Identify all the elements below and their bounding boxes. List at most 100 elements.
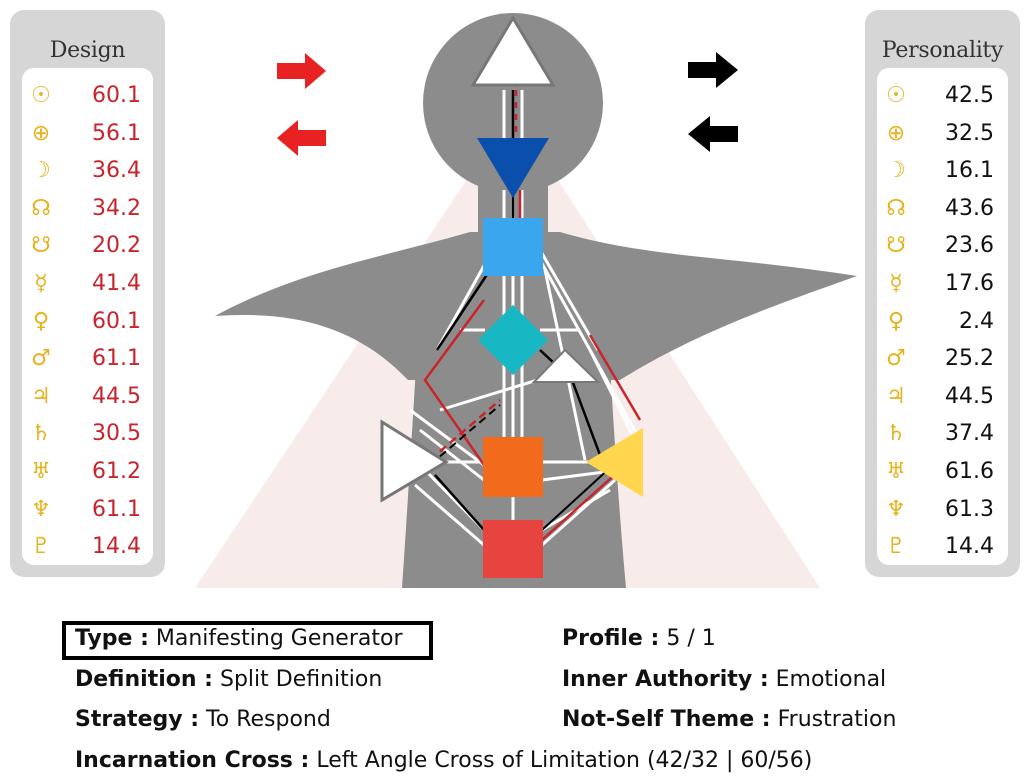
south-node-icon: ☋ xyxy=(886,233,906,259)
design-planet-value: 41.4 xyxy=(92,271,141,296)
saturn-icon: ♄ xyxy=(31,421,51,447)
definition-line: Definition : Split Definition xyxy=(75,667,382,692)
earth-icon: ⊕ xyxy=(886,120,906,146)
mercury-icon: ☿ xyxy=(34,271,48,296)
personality-panel: Personality ☉42.5⊕32.5☽16.1☊43.6☋23.6☿17… xyxy=(865,10,1020,577)
design-planet-row: ♃44.5 xyxy=(22,379,153,415)
cross-label: Incarnation Cross : xyxy=(75,748,310,773)
personality-planet-value: 2.4 xyxy=(959,308,994,334)
design-planet-row: ⊕ 56.1 xyxy=(22,116,153,152)
personality-planet-row: ♅ 61.6 xyxy=(877,454,1008,490)
personality-planet-row: ♀ 2.4 xyxy=(877,304,1008,340)
personality-planet-value: 32.5 xyxy=(945,120,994,146)
design-planet-value: 61.2 xyxy=(92,459,141,484)
north-node-icon: ☊ xyxy=(31,195,51,221)
strategy-label: Strategy : xyxy=(75,707,200,732)
jupiter-icon: ♃ xyxy=(886,383,906,409)
sacral-center xyxy=(483,437,543,497)
personality-planet-row: ☽16.1 xyxy=(877,153,1008,189)
personality-planet-value: 43.6 xyxy=(945,195,994,221)
design-planet-row: ☋20.2 xyxy=(22,228,153,264)
arrow-right-icon xyxy=(277,53,326,89)
authority-line: Inner Authority : Emotional xyxy=(562,667,886,692)
type-line: Type : Manifesting Generator xyxy=(75,626,403,651)
personality-planet-value: 37.4 xyxy=(945,421,994,447)
mercury-icon: ☿ xyxy=(889,271,903,296)
design-planet-value: 60.1 xyxy=(92,308,141,334)
profile-value: 5 / 1 xyxy=(666,626,716,651)
personality-planet-row: ♆61.3 xyxy=(877,492,1008,528)
design-planet-value: 44.5 xyxy=(92,383,141,409)
personality-planet-value: 17.6 xyxy=(945,271,994,296)
pluto-icon: ♇ xyxy=(31,534,51,560)
personality-planet-row: ☿ 17.6 xyxy=(877,266,1008,302)
definition-label: Definition : xyxy=(75,667,213,692)
mars-icon: ♂ xyxy=(31,346,51,372)
design-planet-row: ♅ 61.2 xyxy=(22,454,153,490)
design-planet-value: 60.1 xyxy=(92,83,141,108)
strategy-value: To Respond xyxy=(206,707,331,732)
cross-value: Left Angle Cross of Limitation (42/32 | … xyxy=(316,748,813,773)
earth-icon: ⊕ xyxy=(31,120,51,146)
design-planet-row: ☿ 41.4 xyxy=(22,266,153,302)
authority-label: Inner Authority : xyxy=(562,667,769,692)
design-list: ☉60.1⊕56.1☽36.4☊34.2☋20.2☿41.4♀60.1♂61.1… xyxy=(22,68,153,565)
venus-icon: ♀ xyxy=(887,308,905,334)
uranus-icon: ♅ xyxy=(31,459,51,484)
design-planet-value: 61.1 xyxy=(92,496,141,522)
neptune-icon: ♆ xyxy=(31,496,51,522)
design-planet-value: 56.1 xyxy=(92,120,141,146)
personality-planet-row: ⊕ 32.5 xyxy=(877,116,1008,152)
solar-plexus-center xyxy=(586,428,643,497)
design-planet-row: ♇ 14.4 xyxy=(22,529,153,565)
type-label: Type : xyxy=(75,626,149,651)
notself-value: Frustration xyxy=(777,707,897,732)
personality-planet-row: ♃44.5 xyxy=(877,379,1008,415)
notself-label: Not-Self Theme : xyxy=(562,707,771,732)
sun-icon: ☉ xyxy=(886,83,906,108)
personality-planet-value: 25.2 xyxy=(945,346,994,372)
design-panel: Design ☉60.1⊕56.1☽36.4☊34.2☋20.2☿41.4♀60… xyxy=(10,10,165,577)
incarnation-cross-line: Incarnation Cross : Left Angle Cross of … xyxy=(75,748,812,773)
uranus-icon: ♅ xyxy=(886,459,906,484)
design-planet-row: ♀60.1 xyxy=(22,304,153,340)
north-node-icon: ☊ xyxy=(886,195,906,221)
throat-center xyxy=(483,218,543,276)
moon-icon: ☽ xyxy=(31,158,51,184)
head-center xyxy=(470,15,556,87)
personality-planet-row: ☉42.5 xyxy=(877,78,1008,114)
sun-icon: ☉ xyxy=(31,83,51,108)
personality-list: ☉42.5⊕32.5☽16.1☊43.6☋23.6☿17.6♀2.4♂25.2♃… xyxy=(877,68,1008,565)
personality-planet-row: ☊ 43.6 xyxy=(877,191,1008,227)
ajna-center xyxy=(477,138,549,198)
design-planet-value: 14.4 xyxy=(92,534,141,560)
arrow-right-icon xyxy=(688,52,738,88)
design-planet-value: 30.5 xyxy=(92,421,141,447)
type-highlight-box xyxy=(62,621,433,660)
root-center xyxy=(483,520,543,578)
design-planet-row: ☊ 34.2 xyxy=(22,191,153,227)
south-node-icon: ☋ xyxy=(31,233,51,259)
definition-value: Split Definition xyxy=(219,667,383,692)
personality-planet-value: 61.6 xyxy=(945,459,994,484)
design-planet-row: ♆ 61.1 xyxy=(22,492,153,528)
design-planet-row: ♂61.1 xyxy=(22,341,153,377)
spleen-center xyxy=(380,419,449,503)
personality-planet-value: 14.4 xyxy=(945,534,994,560)
design-planet-value: 36.4 xyxy=(92,158,141,184)
personality-planet-row: ♂25.2 xyxy=(877,341,1008,377)
personality-planet-row: ♄37.4 xyxy=(877,416,1008,452)
design-planet-row: ♄ 30.5 xyxy=(22,416,153,452)
g-center xyxy=(478,305,548,375)
strategy-line: Strategy : To Respond xyxy=(75,707,331,732)
design-planet-row: ☉ 60.1 xyxy=(22,78,153,114)
notself-line: Not-Self Theme : Frustration xyxy=(562,707,896,732)
personality-planet-value: 61.3 xyxy=(945,496,994,522)
design-planet-value: 34.2 xyxy=(92,195,141,221)
personality-planet-row: ♇14.4 xyxy=(877,529,1008,565)
personality-planet-row: ☋23.6 xyxy=(877,228,1008,264)
personality-planet-value: 16.1 xyxy=(945,158,994,184)
heart-center xyxy=(531,348,601,383)
personality-arrows xyxy=(688,52,738,152)
